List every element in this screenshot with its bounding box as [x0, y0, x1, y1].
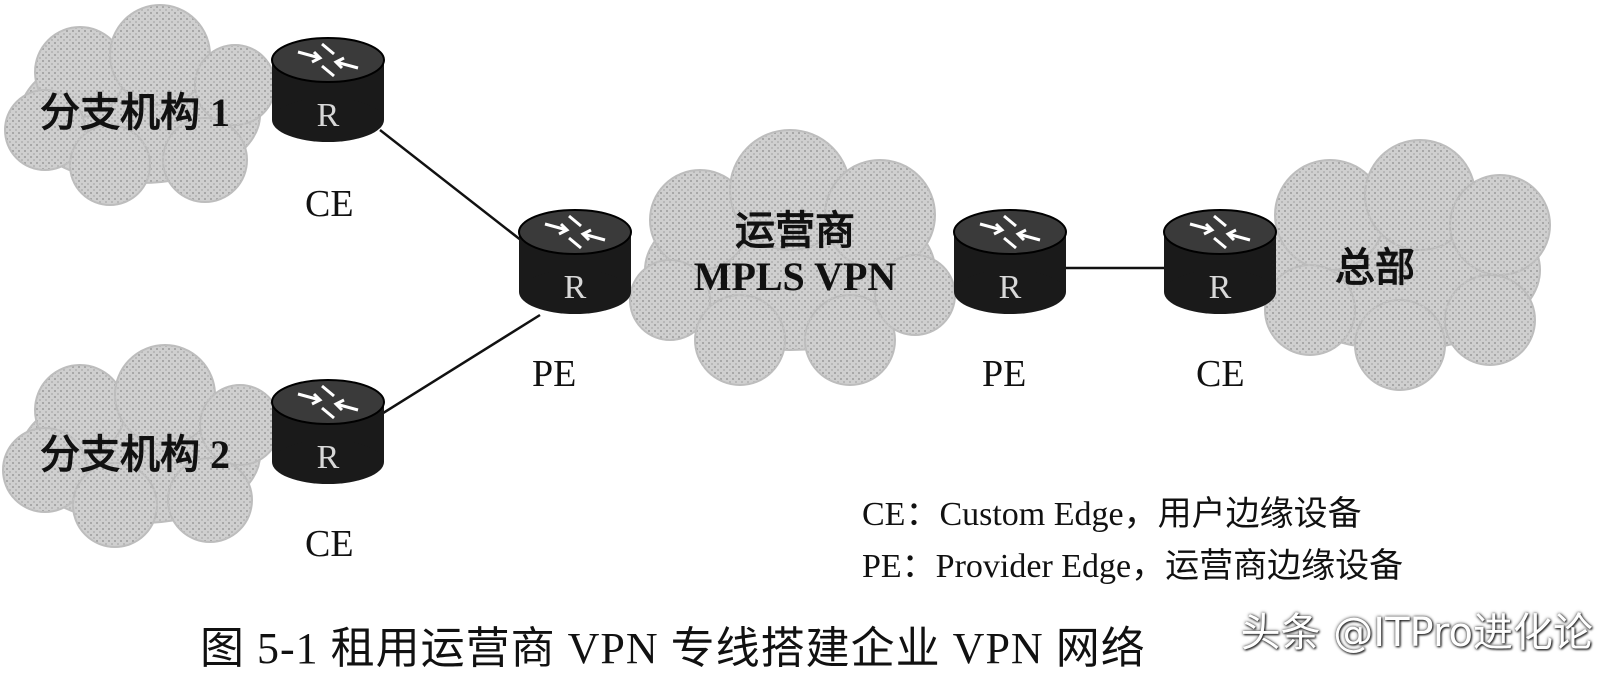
- cloud-branch-1: [4, 4, 276, 206]
- legend-pe: PE：Provider Edge，运营商边缘设备: [862, 548, 1404, 585]
- label-ce-hq: CE: [1196, 353, 1245, 395]
- cloud-label-hq: 总部: [1335, 245, 1415, 290]
- cloud-label-branch-2: 分支机构 2: [40, 432, 230, 477]
- cloud-branch-2: [2, 344, 281, 548]
- router-glyph: R: [1209, 269, 1232, 306]
- router-ce-branch-1-icon: R: [271, 37, 385, 142]
- cloud-label-branch-1: 分支机构 1: [40, 90, 230, 135]
- router-glyph: R: [999, 269, 1022, 306]
- router-pe-right-icon: R: [953, 209, 1067, 314]
- legend-ce: CE：Custom Edge，用户边缘设备: [862, 496, 1362, 533]
- cloud-carrier: [629, 129, 956, 386]
- cloud-label-carrier-line2: MPLS VPN: [693, 254, 897, 299]
- watermark: 头条 @ITPro进化论: [1240, 610, 1593, 656]
- router-ce-branch-2-icon: R: [271, 379, 385, 484]
- cloud-label-carrier-line1: 运营商: [735, 208, 855, 253]
- link-branch2-ce-to-pe: [379, 313, 541, 417]
- link-branch1-ce-to-pe: [379, 129, 541, 256]
- figure-caption: 图 5-1 租用运营商 VPN 专线搭建企业 VPN 网络: [200, 624, 1146, 673]
- label-ce-branch-1: CE: [305, 183, 354, 225]
- router-glyph: R: [317, 439, 340, 476]
- cloud-label-carrier: 运营商 MPLS VPN: [680, 208, 910, 300]
- label-pe-left: PE: [532, 353, 577, 395]
- label-pe-right: PE: [982, 353, 1027, 395]
- router-glyph: R: [317, 97, 340, 134]
- cloud-hq: [1259, 139, 1551, 391]
- router-glyph: R: [564, 269, 587, 306]
- router-ce-hq-icon: R: [1163, 209, 1277, 314]
- links: [379, 129, 1170, 417]
- label-ce-branch-2: CE: [305, 523, 354, 565]
- router-pe-left-icon: R: [518, 209, 632, 314]
